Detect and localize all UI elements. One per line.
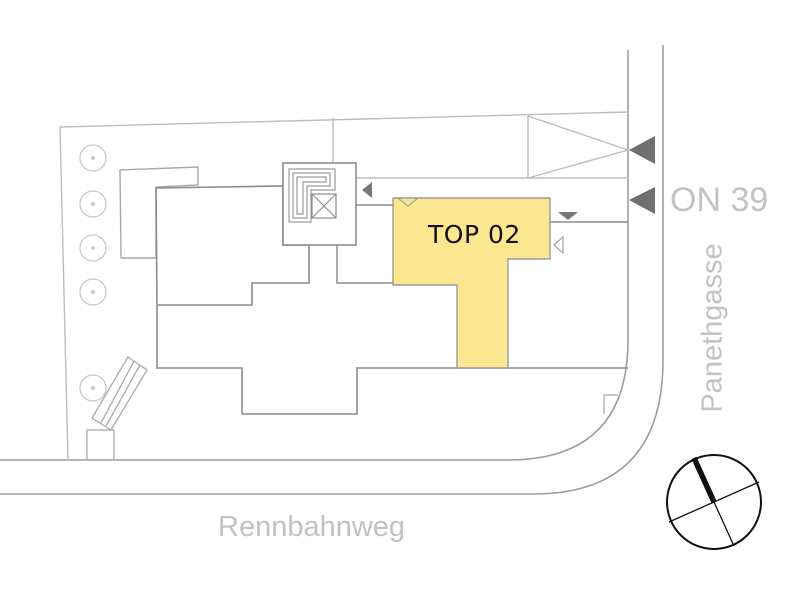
tree-icon — [79, 144, 107, 172]
building-footprint — [155, 185, 628, 415]
street-outlines — [0, 45, 664, 495]
triangle-marker-icon — [396, 197, 420, 207]
tree-icon — [79, 278, 107, 306]
triangle-marker-icon — [362, 182, 372, 198]
triangle-marker-icon — [558, 212, 578, 220]
tree-icons — [79, 144, 107, 402]
entrance-markers — [362, 136, 655, 255]
street-edge-inner — [0, 50, 629, 461]
street-name-bottom: Rennbahnweg — [218, 511, 406, 543]
lot-outline — [59, 111, 631, 461]
street-name-right: Panethgasse — [696, 243, 729, 413]
street-edge-outer — [0, 45, 664, 495]
triangle-marker-icon — [553, 235, 564, 255]
building-inner-walls — [336, 204, 628, 284]
tree-icon — [79, 190, 107, 218]
tree-icon — [79, 234, 107, 262]
unit-top-02-highlight[interactable] — [392, 197, 551, 369]
elevator-icon — [311, 193, 337, 219]
unit-label: TOP 02 — [428, 220, 521, 249]
triangle-marker-icon — [629, 136, 655, 164]
stair-core — [282, 162, 357, 246]
ramp — [86, 356, 148, 461]
staircase-icon — [288, 168, 336, 223]
tree-icon — [79, 374, 107, 402]
triangle-marker-icon — [629, 187, 655, 214]
north-arrow-icon — [666, 454, 762, 550]
corner-post — [603, 394, 618, 414]
house-number-label: ON 39 — [670, 181, 769, 219]
north-needle — [691, 456, 717, 504]
annex-outline — [119, 166, 199, 259]
